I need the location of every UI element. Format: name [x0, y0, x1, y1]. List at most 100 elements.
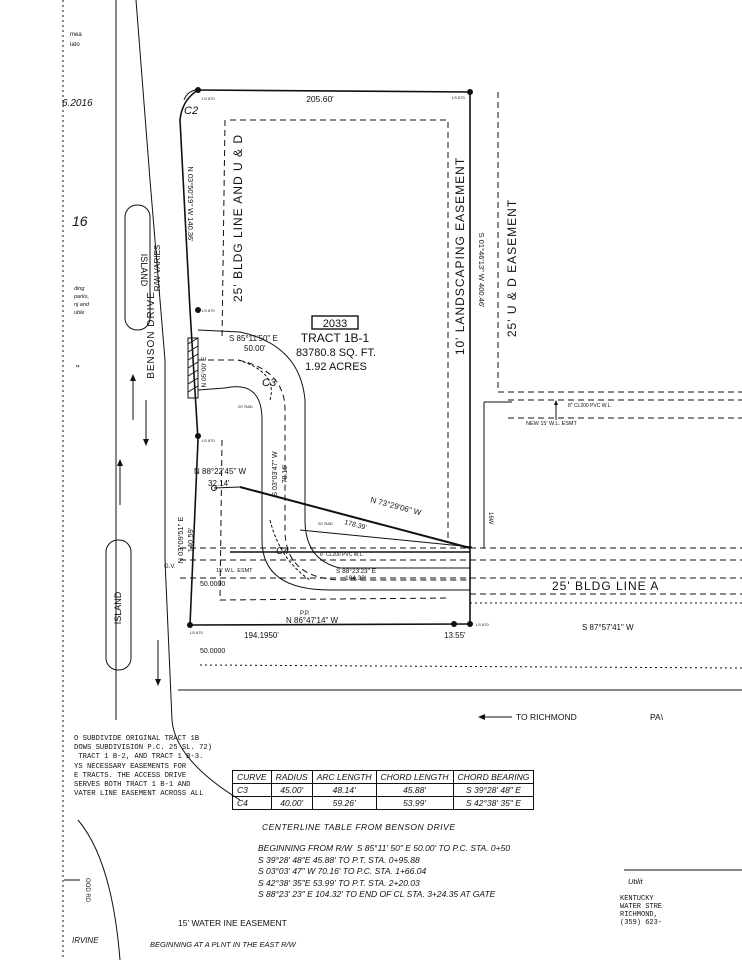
iron-pin-icon — [195, 87, 201, 93]
note-line: SERVES BOTH TRACT 1 B-1 AND — [74, 781, 191, 790]
arrow-head-icon — [130, 374, 136, 381]
iron-pin-icon — [467, 621, 473, 627]
water-easement-heading: 15' WATER INE EASEMENT — [178, 918, 287, 928]
radius-tag: 20' RAD — [318, 521, 333, 526]
bearing-east: S 01°46'13" W 400.46' — [477, 233, 486, 308]
note-line: YS NECESSARY EASEMENTS FOR — [74, 762, 187, 771]
curve-label-c2: C2 — [184, 105, 198, 117]
ood-rd-label: OOD RD — [84, 878, 90, 903]
building-setback-line-west — [219, 119, 449, 601]
curve-table-header: CURVE RADIUS ARC LENGTH CHORD LENGTH CHO… — [232, 770, 535, 784]
chord-bearing-col-header: CHORD BEARING — [452, 770, 535, 784]
ls-tag: LS 670 — [202, 308, 215, 313]
island-south — [105, 539, 132, 671]
bearing-small-segment: N 05°00' E — [200, 356, 208, 388]
to-richmond-arrow-icon — [478, 714, 485, 720]
iron-pin-icon — [467, 89, 473, 95]
gate-valve-label: G.V. — [164, 564, 176, 570]
distance-small-east: 13.55' — [444, 631, 466, 640]
monument-tags: LS 670 LS 670 LS 670 LS 670 LS 670 LS 67… — [190, 95, 489, 635]
bearing-n86-dist: 194.1950' — [244, 631, 279, 640]
ls-tag: LS 670 — [202, 96, 215, 101]
table-row: C4 40.00' 59.26' 53.99' S 42°38' 35" E — [232, 796, 535, 810]
bearing-n86: N 86°47'14" W — [286, 616, 338, 625]
radius-col-header: RADIUS — [270, 770, 313, 784]
curve-table: CURVE RADIUS ARC LENGTH CHORD LENGTH CHO… — [232, 770, 535, 810]
table-cell: 48.14' — [311, 783, 377, 797]
offset-label-b: 50.0000 — [200, 648, 225, 655]
bldg-ud-label: 25' BLDG LINE AND U & D — [231, 134, 245, 302]
margin-note-line: uble — [74, 310, 84, 316]
distance-sixteen: 16W — [487, 512, 493, 525]
access-drive — [197, 329, 470, 591]
new-wl-easement — [508, 399, 742, 419]
ls-tag: LS 670 — [452, 95, 465, 100]
to-richmond-label: TO RICHMOND — [516, 712, 577, 722]
island-label-south: ISLAND — [113, 591, 123, 624]
right-of-way-label: R/W VARIES — [153, 245, 162, 292]
arrow-head-icon — [117, 459, 123, 466]
bearing-s87: S 87°57'41" W — [582, 623, 634, 632]
iron-pin-icon — [195, 307, 201, 313]
bearing-s03: S 03°03'47" W — [271, 451, 279, 497]
tract-name: TRACT 1B-1 — [301, 331, 370, 345]
address-line: KENTUCKY — [620, 895, 654, 903]
island-north — [124, 204, 151, 331]
iron-pin-set-icon — [211, 485, 217, 491]
iron-pin-icon — [195, 433, 201, 439]
note-line: O SUBDIVIDE ORIGINAL TRACT 1B — [74, 735, 200, 743]
margin-note-line: nj and — [74, 302, 90, 308]
table-cell: 45.00' — [270, 783, 313, 797]
curve-c3 — [237, 359, 272, 401]
centerline-line: S 03°03' 47" W 70.16' TO P.C. STA. 1+66.… — [258, 866, 427, 876]
tract-area-sqft: 83780.8 SQ. FT. — [296, 347, 376, 359]
note-line: DOWS SUBDIVISION P.C. 25 SL. 72) — [74, 744, 213, 753]
table-cell: 59.26' — [311, 796, 377, 810]
drive-edge-inner — [197, 386, 470, 591]
curve-col-header: CURVE — [232, 770, 272, 784]
address-line: RICHMOND, — [620, 911, 658, 919]
irvine-label: IRVINE — [72, 936, 99, 945]
arrow-head-icon — [143, 439, 149, 446]
road-curve-south — [171, 719, 241, 801]
ud-easement-line — [497, 92, 742, 393]
bearing-n73-dist: 178.39' — [343, 519, 367, 532]
hatched-entry — [187, 337, 199, 399]
bearing-n88-dist: 32.14' — [208, 479, 230, 488]
bearing-n03-lower-dist: 140.59' — [186, 527, 195, 552]
benson-drive-road — [115, 0, 241, 801]
building-setback-line — [230, 119, 449, 540]
tract-number-box — [311, 315, 359, 330]
curve-label-c3: C3 — [262, 377, 277, 389]
curve-c4 — [269, 519, 311, 581]
boundary-west-south — [179, 89, 471, 626]
wl-esmt-label: 15' W.L. ESMT — [216, 568, 253, 574]
radius-tag: 20' RAD — [238, 404, 253, 409]
margin-number: 16 — [72, 213, 88, 229]
margin-note-line: parks, — [73, 294, 89, 300]
line-n88 — [213, 486, 241, 489]
centerline-line: S 88°23' 23" E 104.32' TO END OF CL STA.… — [258, 889, 496, 899]
iron-pin-icon — [451, 621, 457, 627]
landscaping-easement-label: 10' LANDSCAPING EASEMENT — [453, 157, 467, 355]
arc-length-col-header: ARC LENGTH — [311, 770, 377, 784]
iron-pin-icon — [187, 622, 193, 628]
centerline-lines: BEGINNING FROM R/W S 85°11' 50" E 50.00'… — [258, 843, 510, 901]
bearing-n73: N 73°29'06" W — [369, 495, 422, 517]
table-cell: S 39°28' 48" E — [452, 783, 535, 797]
pvc-label: 8" CL200 PVC W.L. — [568, 403, 612, 409]
pvc-label-2: 8" CL200 PVC W.L. — [320, 552, 364, 558]
leader-arrow-icon — [554, 400, 558, 405]
table-cell: 53.99' — [375, 796, 454, 810]
margin-note-line: ding — [74, 286, 85, 292]
address-line: (359) 623- — [620, 919, 663, 927]
table-cell: C3 — [232, 783, 272, 797]
tract-number: 2033 — [323, 318, 347, 330]
bearing-n03-lower: N 03°09'51" E — [176, 517, 185, 564]
table-cell: S 42°38' 35" E — [452, 796, 535, 810]
bearing-west: N 03°50'19" W 140.36' — [186, 166, 195, 242]
arrow-head-icon — [155, 679, 161, 686]
power-pole-label: P.P. — [300, 611, 310, 617]
chord-length-col-header: CHORD LENGTH — [375, 770, 454, 784]
